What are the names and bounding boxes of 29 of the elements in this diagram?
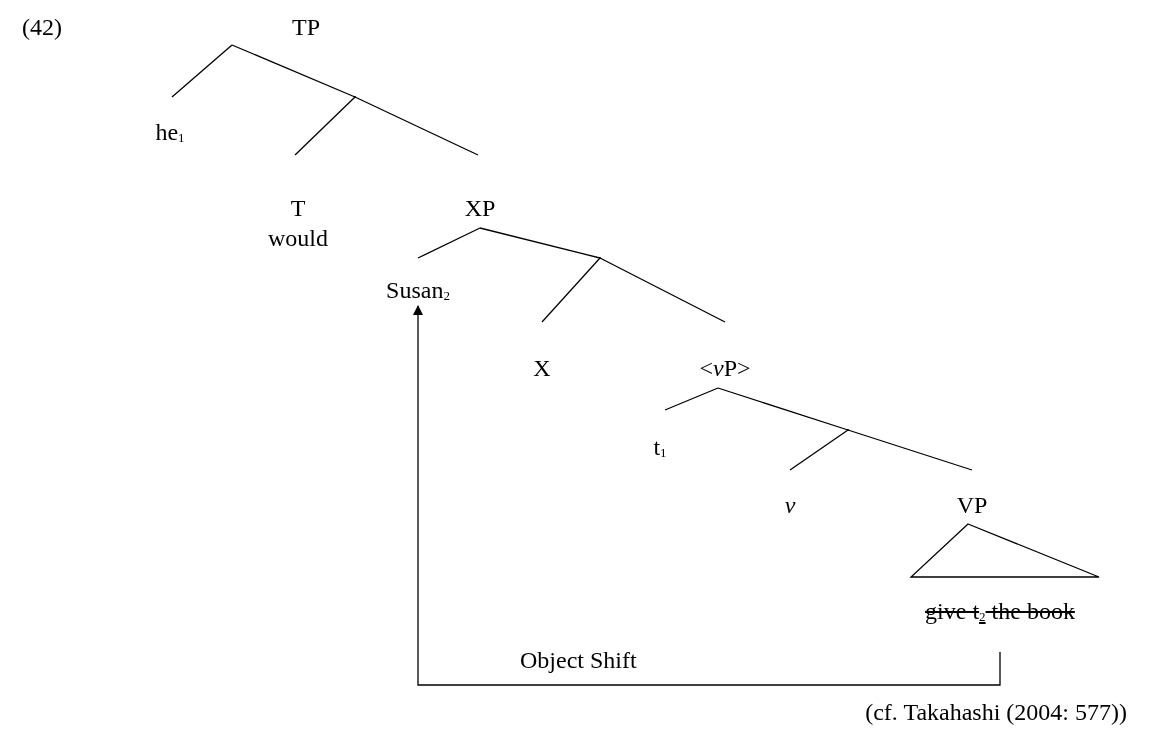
- category-label: T: [290, 194, 306, 222]
- tree-branch: [717, 387, 849, 431]
- category-label: XP: [464, 194, 496, 222]
- category-label: X: [533, 354, 551, 382]
- category-label: <vP>: [699, 354, 751, 382]
- tree-branch: [294, 96, 356, 156]
- tree-branch: [354, 96, 479, 156]
- category-label: v: [784, 491, 796, 519]
- word-label: would: [268, 224, 328, 252]
- tree-branch: [541, 257, 601, 323]
- tree-branch: [664, 387, 719, 411]
- tree-branch: [599, 257, 726, 323]
- tree-branch: [847, 429, 973, 471]
- tree-branch: [479, 227, 601, 259]
- edge-label: Object Shift: [520, 646, 637, 674]
- tree-branch: [789, 429, 849, 471]
- triangle-symbol: [910, 523, 1100, 579]
- citation: (cf. Takahashi (2004: 577)): [865, 698, 1127, 726]
- example-number: (42): [22, 13, 62, 41]
- deleted-phrase: give t$_{2}$ the book: [925, 597, 1075, 625]
- tree-branch: [417, 227, 481, 259]
- category-label: t$_{1}$: [653, 433, 667, 461]
- tree-branch: [171, 44, 233, 98]
- movement-arrow: [413, 305, 1001, 686]
- tree-branch: [231, 44, 356, 98]
- category-label: he$_{1}$: [155, 118, 185, 146]
- category-label: TP: [292, 13, 320, 41]
- category-label: VP: [956, 491, 988, 519]
- category-label: Susan$_{2}$: [386, 276, 450, 304]
